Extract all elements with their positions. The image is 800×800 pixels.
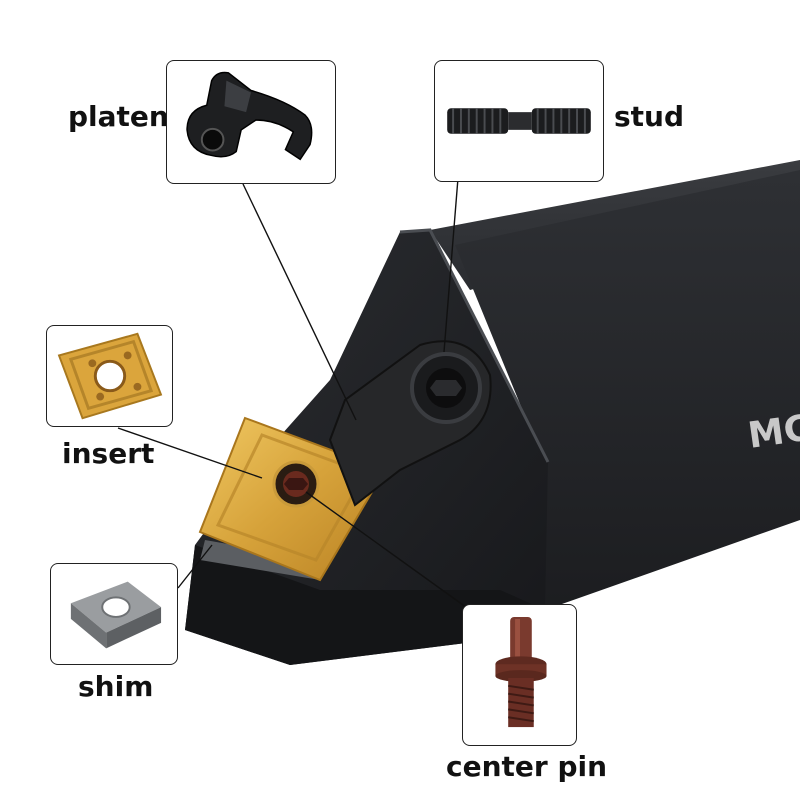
tool-marking: MC	[746, 408, 800, 457]
label-center-pin: center pin	[446, 750, 608, 783]
callout-platen	[166, 60, 336, 184]
label-shim: shim	[78, 670, 154, 703]
leader-shim	[177, 544, 213, 589]
callout-center-pin	[462, 604, 577, 746]
leader-stud	[443, 177, 459, 353]
shank-side	[455, 170, 800, 610]
stud-image	[447, 108, 591, 134]
leader-lines	[117, 177, 471, 611]
leader-platen	[242, 183, 357, 421]
hex-socket-icon	[284, 478, 308, 490]
platen-image	[186, 71, 313, 161]
callout-stud	[434, 60, 604, 182]
leader-center-pin	[305, 491, 471, 611]
holder-edge-highlight	[399, 228, 550, 463]
center-pin-image	[495, 617, 547, 728]
callout-shim	[50, 563, 178, 665]
leader-insert	[117, 427, 263, 479]
holder-head-bottom	[185, 545, 545, 665]
insert-image	[57, 332, 163, 420]
label-platen: platen	[68, 100, 169, 133]
shim-part	[200, 540, 320, 580]
callout-insert	[46, 325, 173, 427]
stud-hex-icon	[430, 380, 462, 396]
insert-chipbreaker	[215, 433, 368, 562]
label-stud: stud	[614, 100, 685, 133]
shim-image	[70, 581, 162, 649]
label-insert: insert	[62, 437, 155, 470]
